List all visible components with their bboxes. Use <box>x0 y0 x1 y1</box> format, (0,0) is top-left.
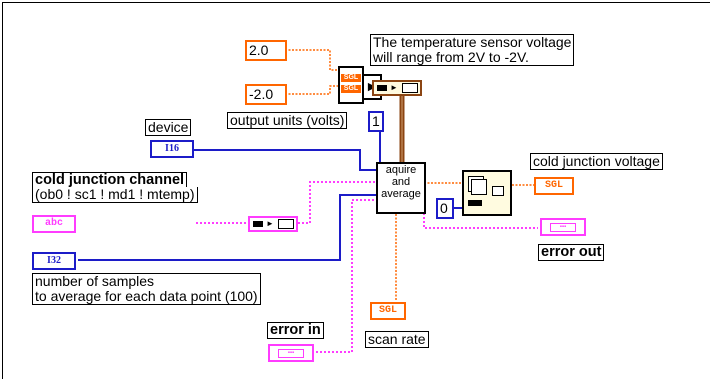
cjv-label: cold junction voltage <box>530 153 663 170</box>
high-limit-constant[interactable]: 2.0 <box>245 40 287 61</box>
channel-cluster-icon: ► <box>248 216 298 232</box>
device-label: device <box>145 119 192 136</box>
channel-title-label: cold junction channel <box>32 172 188 188</box>
scan-rate-terminal[interactable]: SGL <box>370 302 406 320</box>
bundle-node: SGL SGL <box>338 66 364 104</box>
channel-terminal[interactable]: abc <box>32 215 76 233</box>
index-constant[interactable]: 0 <box>436 198 454 219</box>
output-units-constant[interactable]: 1 <box>368 111 384 132</box>
channel-sub-label: (ob0 ! sc1 ! md1 ! mtemp) <box>32 187 198 203</box>
bundle-sgl-bottom: SGL <box>341 85 361 93</box>
error-out-terminal[interactable]: ▪▪▪ <box>540 218 586 236</box>
wire-device <box>193 149 376 171</box>
wire-samples <box>78 194 376 261</box>
samples-terminal[interactable]: I32 <box>32 252 76 270</box>
bundle-sgl-top: SGL <box>341 74 361 82</box>
output-units-label: output units (volts) <box>227 112 348 129</box>
low-limit-constant[interactable]: -2.0 <box>245 84 287 105</box>
scan-rate-label: scan rate <box>365 331 429 348</box>
error-in-label: error in <box>267 322 324 339</box>
error-out-label: error out <box>538 244 605 261</box>
cjv-terminal[interactable]: SGL <box>534 177 574 195</box>
wire-high <box>285 49 338 71</box>
error-in-terminal[interactable]: ▪▪▪ <box>268 344 314 362</box>
note-label: The temperature sensor voltage will rang… <box>370 34 575 66</box>
device-terminal[interactable]: I16 <box>150 140 194 158</box>
wire-error-in <box>312 199 376 353</box>
samples-label: number of samples to average for each da… <box>32 273 261 305</box>
wire-low <box>285 85 338 95</box>
wire-channel-b <box>298 181 376 224</box>
cluster-constant-icon: ► <box>372 80 422 96</box>
aquire-and-average-vi[interactable]: aquire and average <box>376 162 426 214</box>
index-array-node[interactable] <box>462 170 512 216</box>
